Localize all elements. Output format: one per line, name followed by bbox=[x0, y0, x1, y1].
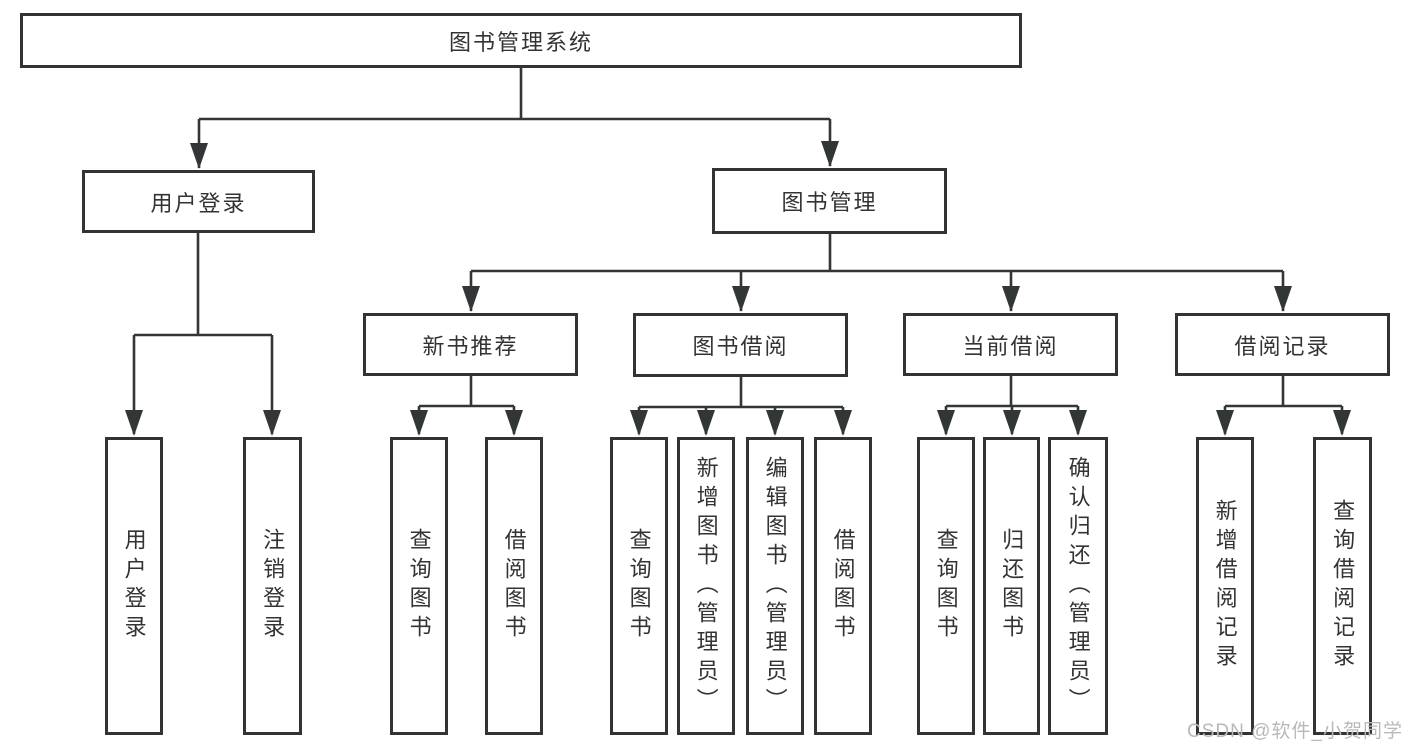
node-new-book-recommend-label: 新书推荐 bbox=[422, 333, 519, 359]
node-book-management: 图书管理 bbox=[712, 168, 947, 234]
leaf-add-book-admin-label: 新增图书（管理员） bbox=[693, 455, 719, 717]
leaf-query-books-current: 查询图书 bbox=[917, 437, 975, 735]
csdn-watermark: CSDN @软件_小贺同学 bbox=[1187, 721, 1403, 742]
leaf-confirm-return-admin: 确认归还（管理员） bbox=[1048, 437, 1108, 735]
leaf-query-books-borrow: 查询图书 bbox=[610, 437, 668, 735]
node-root-system: 图书管理系统 bbox=[20, 13, 1022, 68]
leaf-logout: 注销登录 bbox=[243, 437, 302, 735]
arrowheads bbox=[125, 141, 1351, 436]
leaf-user-login-label: 用户登录 bbox=[121, 528, 147, 644]
leaf-query-borrow-record-label: 查询借阅记录 bbox=[1330, 499, 1356, 673]
leaf-query-books-recommend-label: 查询图书 bbox=[406, 528, 432, 644]
leaf-add-book-admin: 新增图书（管理员） bbox=[677, 437, 735, 735]
node-borrow-records: 借阅记录 bbox=[1175, 313, 1390, 376]
node-book-borrow-label: 图书借阅 bbox=[692, 334, 789, 359]
leaf-add-borrow-record: 新增借阅记录 bbox=[1196, 437, 1254, 735]
leaf-edit-book-admin-label: 编辑图书（管理员） bbox=[762, 455, 788, 717]
leaf-query-books-current-label: 查询图书 bbox=[933, 528, 959, 644]
leaf-borrow-books-recommend: 借阅图书 bbox=[485, 437, 543, 735]
node-book-management-label: 图书管理 bbox=[781, 190, 878, 215]
leaf-query-borrow-record: 查询借阅记录 bbox=[1313, 437, 1372, 735]
leaf-borrow-books-recommend-label: 借阅图书 bbox=[501, 528, 527, 644]
leaf-user-login: 用户登录 bbox=[105, 437, 163, 735]
leaf-query-books-borrow-label: 查询图书 bbox=[626, 528, 652, 644]
node-user-login-label: 用户登录 bbox=[150, 190, 247, 216]
leaf-edit-book-admin: 编辑图书（管理员） bbox=[746, 437, 804, 735]
leaf-add-borrow-record-label: 新增借阅记录 bbox=[1212, 499, 1238, 673]
leaf-confirm-return-admin-label: 确认归还（管理员） bbox=[1065, 455, 1091, 717]
leaf-query-books-recommend: 查询图书 bbox=[390, 437, 448, 735]
leaf-return-book-label: 归还图书 bbox=[999, 528, 1025, 644]
node-book-borrow: 图书借阅 bbox=[633, 313, 848, 377]
leaf-logout-label: 注销登录 bbox=[260, 528, 286, 644]
leaf-borrow-books: 借阅图书 bbox=[814, 437, 872, 735]
node-borrow-records-label: 借阅记录 bbox=[1234, 333, 1331, 359]
node-user-login: 用户登录 bbox=[82, 170, 315, 233]
node-current-borrow-label: 当前借阅 bbox=[962, 333, 1059, 359]
node-root-label: 图书管理系统 bbox=[448, 29, 593, 55]
node-new-book-recommend: 新书推荐 bbox=[363, 313, 578, 376]
leaf-borrow-books-label: 借阅图书 bbox=[830, 528, 856, 644]
leaf-return-book: 归还图书 bbox=[983, 437, 1040, 735]
node-current-borrow: 当前借阅 bbox=[903, 313, 1118, 376]
